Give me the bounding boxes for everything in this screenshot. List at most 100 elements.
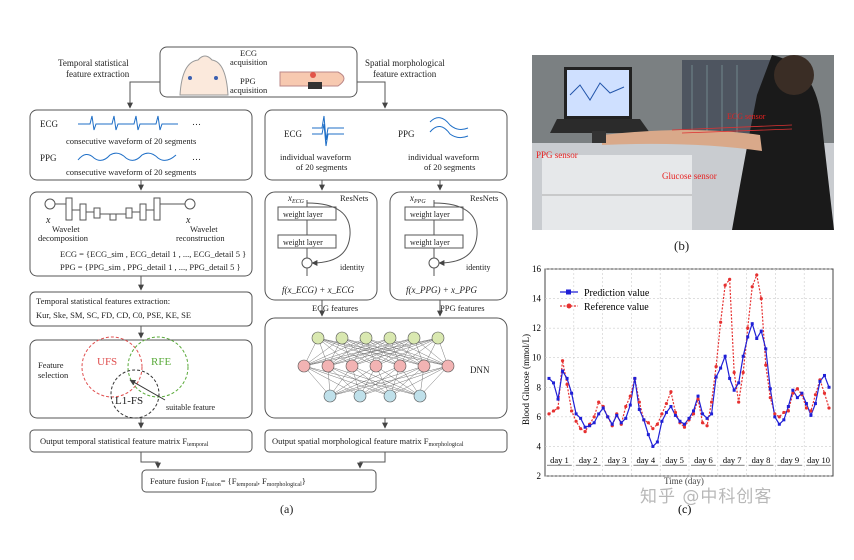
reference-point <box>655 422 659 426</box>
watermark: 知乎 @中科创客 <box>640 487 773 507</box>
prediction-point <box>673 413 677 417</box>
prediction-point <box>637 407 641 411</box>
reference-point <box>579 427 583 431</box>
reference-point <box>691 412 696 416</box>
prediction-point <box>723 354 727 358</box>
dnn-connection <box>303 365 391 397</box>
dnn-connection <box>329 365 449 397</box>
dnn-node <box>359 331 373 345</box>
reference-point <box>809 409 813 413</box>
ecg-individual-wave <box>312 115 344 147</box>
dnn-connection <box>419 365 449 397</box>
reference-point <box>741 370 745 375</box>
day-label: day 1 <box>550 455 569 465</box>
reference-point <box>560 359 565 363</box>
reference-point <box>786 409 790 413</box>
chart-grid <box>545 268 833 477</box>
day-label: day 5 <box>665 455 684 465</box>
ufs-circle <box>81 336 143 398</box>
reference-point <box>569 409 574 413</box>
prediction-point <box>782 418 786 422</box>
prediction-point <box>800 391 804 395</box>
consec-ecg-label: consecutive waveform of 20 segments <box>66 136 196 146</box>
reference-point <box>682 425 687 429</box>
dnn-connection <box>329 365 401 397</box>
weight-layer-label: weight layer <box>283 210 323 219</box>
l1fs-circle <box>110 369 160 419</box>
reference-point <box>628 394 632 398</box>
prediction-point <box>655 440 659 444</box>
prediction-point <box>619 421 623 425</box>
reference-point <box>750 285 754 289</box>
reference-point <box>624 404 628 409</box>
dnn-connection <box>303 365 421 397</box>
dnn-connection <box>375 337 439 367</box>
day-label: day 7 <box>723 455 742 465</box>
prediction-point <box>732 388 736 392</box>
prediction-point <box>822 373 826 377</box>
dnn-connection <box>351 337 439 367</box>
reference-point <box>651 427 655 431</box>
prediction-point <box>804 402 808 406</box>
ppg-consecutive-wave <box>77 152 177 161</box>
reference-point <box>768 396 772 400</box>
reference-point <box>551 409 556 413</box>
laptop-base <box>550 119 650 133</box>
prediction-point <box>773 415 777 419</box>
day-label: day 8 <box>752 455 771 465</box>
fx-sum-ecg-label: f(x_ECG) + x_ECG <box>282 285 355 295</box>
arm <box>602 130 762 151</box>
reference-point <box>709 400 714 404</box>
y-tick-label: 2 <box>537 471 542 481</box>
output-temporal-label: Output temporal statistical feature matr… <box>40 436 209 448</box>
dnn-connection <box>359 365 449 397</box>
prediction-point <box>678 419 682 423</box>
dnn-node <box>393 359 407 373</box>
prediction-point <box>642 418 646 422</box>
dnn-network <box>297 331 455 403</box>
dnn-connection <box>327 365 391 397</box>
prediction-point <box>579 416 583 420</box>
reference-point <box>822 391 827 395</box>
reference-point <box>592 415 596 419</box>
prediction-point <box>615 413 619 417</box>
ecg2-label: ECG <box>284 129 303 139</box>
resnets-ppg-label: ResNets <box>470 193 498 203</box>
prediction-point <box>701 412 705 416</box>
reference-point <box>777 415 781 419</box>
x-ecg-label: xECG <box>287 193 305 205</box>
reference-point <box>746 326 750 330</box>
dnn-node <box>407 331 421 345</box>
ppg-individual-wave <box>429 117 469 139</box>
dnn-connection <box>303 337 343 367</box>
reference-point <box>759 296 763 301</box>
y-tick-label: 4 <box>537 441 542 451</box>
reference-point <box>723 283 727 287</box>
ppg-sensor-label: PPG sensor <box>536 150 578 160</box>
dnn-node <box>431 331 445 345</box>
prediction-point <box>601 406 605 410</box>
dnn-node <box>441 359 455 373</box>
ppg-equation: PPG = {PPG_sim , PPG_detail 1 , ..., PPG… <box>60 262 241 272</box>
prediction-point <box>628 403 632 407</box>
ppg-features-label: PPG features <box>440 303 485 313</box>
panel-a-label: (a) <box>280 502 293 516</box>
ppg-label: PPG <box>40 153 57 163</box>
fusion-box <box>141 469 377 493</box>
reference-point <box>827 406 831 410</box>
output-spatial-box <box>264 429 508 453</box>
dnn-connection <box>327 337 439 367</box>
prediction-point <box>570 391 574 395</box>
reference-point <box>714 364 718 369</box>
ellipsis: … <box>192 117 201 127</box>
prediction-point <box>791 388 795 392</box>
weight-layer-label: weight layer <box>410 238 450 247</box>
prediction-point <box>813 402 817 406</box>
reference-point <box>795 387 799 391</box>
